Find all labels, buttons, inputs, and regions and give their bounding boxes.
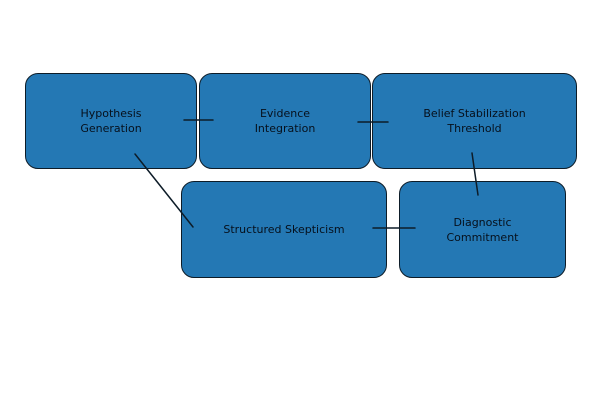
- node-diagnostic-commitment: Diagnostic Commitment: [399, 181, 566, 278]
- node-label-diagnostic-commitment: Diagnostic Commitment: [446, 215, 519, 244]
- node-label-evidence-integration: Evidence Integration: [254, 107, 316, 135]
- node-hypothesis-generation: Hypothesis Generation: [25, 73, 197, 169]
- node-label-belief-stabilization-threshold: Belief Stabilization Threshold: [423, 107, 526, 135]
- node-belief-stabilization-threshold: Belief Stabilization Threshold: [372, 73, 577, 169]
- node-evidence-integration: Evidence Integration: [199, 73, 371, 169]
- node-label-hypothesis-generation: Hypothesis Generation: [80, 107, 142, 135]
- node-label-structured-skepticism: Structured Skepticism: [223, 223, 345, 236]
- node-structured-skepticism: Structured Skepticism: [181, 181, 387, 278]
